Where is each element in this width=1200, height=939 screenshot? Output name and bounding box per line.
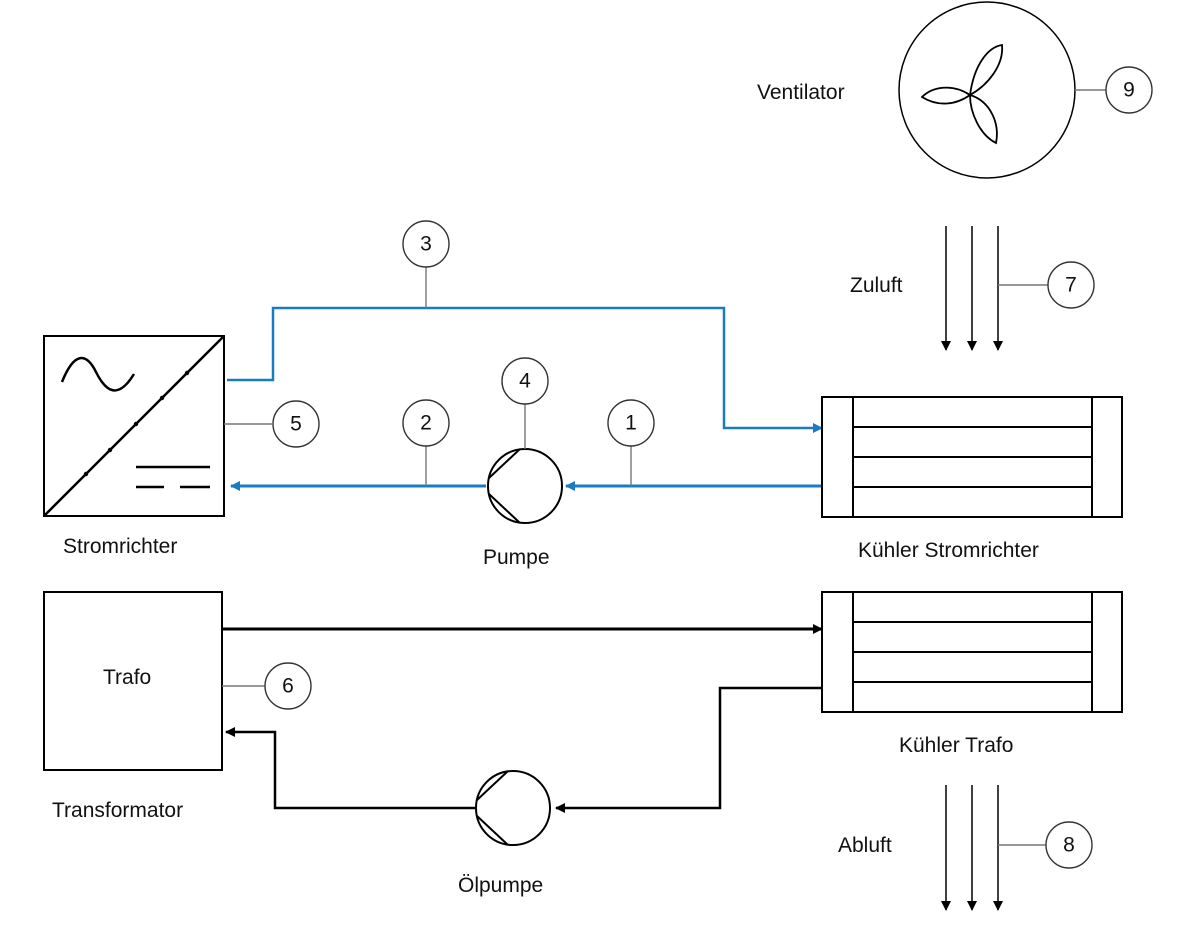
marker-4: 4	[501, 357, 549, 405]
ac-wave-icon	[60, 356, 136, 392]
stromrichter-block	[43, 335, 225, 517]
svg-text:8: 8	[1063, 834, 1075, 857]
svg-text:9: 9	[1123, 79, 1135, 102]
svg-text:3: 3	[420, 233, 432, 256]
svg-text:7: 7	[1065, 274, 1077, 297]
trafo-label: Trafo	[103, 666, 151, 689]
ventilator	[898, 1, 1076, 179]
marker-3: 3	[402, 220, 450, 268]
marker-6: 6	[264, 662, 312, 710]
marker-1: 1	[607, 399, 655, 447]
dc-symbol-icon	[136, 465, 210, 489]
abluft-label: Abluft	[838, 834, 892, 857]
svg-text:6: 6	[282, 675, 294, 698]
oelpumpe-label: Ölpumpe	[458, 874, 543, 897]
marker-2: 2	[402, 399, 450, 447]
svg-text:1: 1	[625, 412, 637, 435]
marker-9: 9	[1105, 66, 1153, 114]
oil-line-to-pump	[555, 686, 822, 813]
oil-pump-icon	[475, 770, 551, 846]
svg-text:4: 4	[519, 370, 531, 393]
svg-text:2: 2	[420, 412, 432, 435]
fan-icon	[920, 43, 1003, 145]
marker-8: 8	[1045, 821, 1093, 869]
marker-5: 5	[272, 400, 320, 448]
zuluft-label: Zuluft	[850, 274, 903, 297]
oil-line-return	[225, 727, 477, 810]
stromrichter-label: Stromrichter	[63, 535, 177, 558]
marker-7: 7	[1047, 261, 1095, 309]
kuehler-trafo	[821, 591, 1123, 713]
trafo-block	[43, 591, 223, 771]
exhaust-air-arrows	[941, 785, 1003, 911]
pumpe-label: Pumpe	[483, 546, 550, 569]
kuehler-trafo-label: Kühler Trafo	[899, 734, 1013, 757]
water-line-supply	[227, 306, 823, 433]
ventilator-label: Ventilator	[757, 81, 845, 104]
svg-text:5: 5	[290, 413, 302, 436]
kuehler-stromrichter-label: Kühler Stromrichter	[858, 539, 1039, 562]
pump-icon	[487, 448, 563, 524]
kuehler-stromrichter	[821, 396, 1123, 518]
supply-air-arrows	[941, 226, 1003, 351]
transformator-label: Transformator	[52, 799, 183, 822]
